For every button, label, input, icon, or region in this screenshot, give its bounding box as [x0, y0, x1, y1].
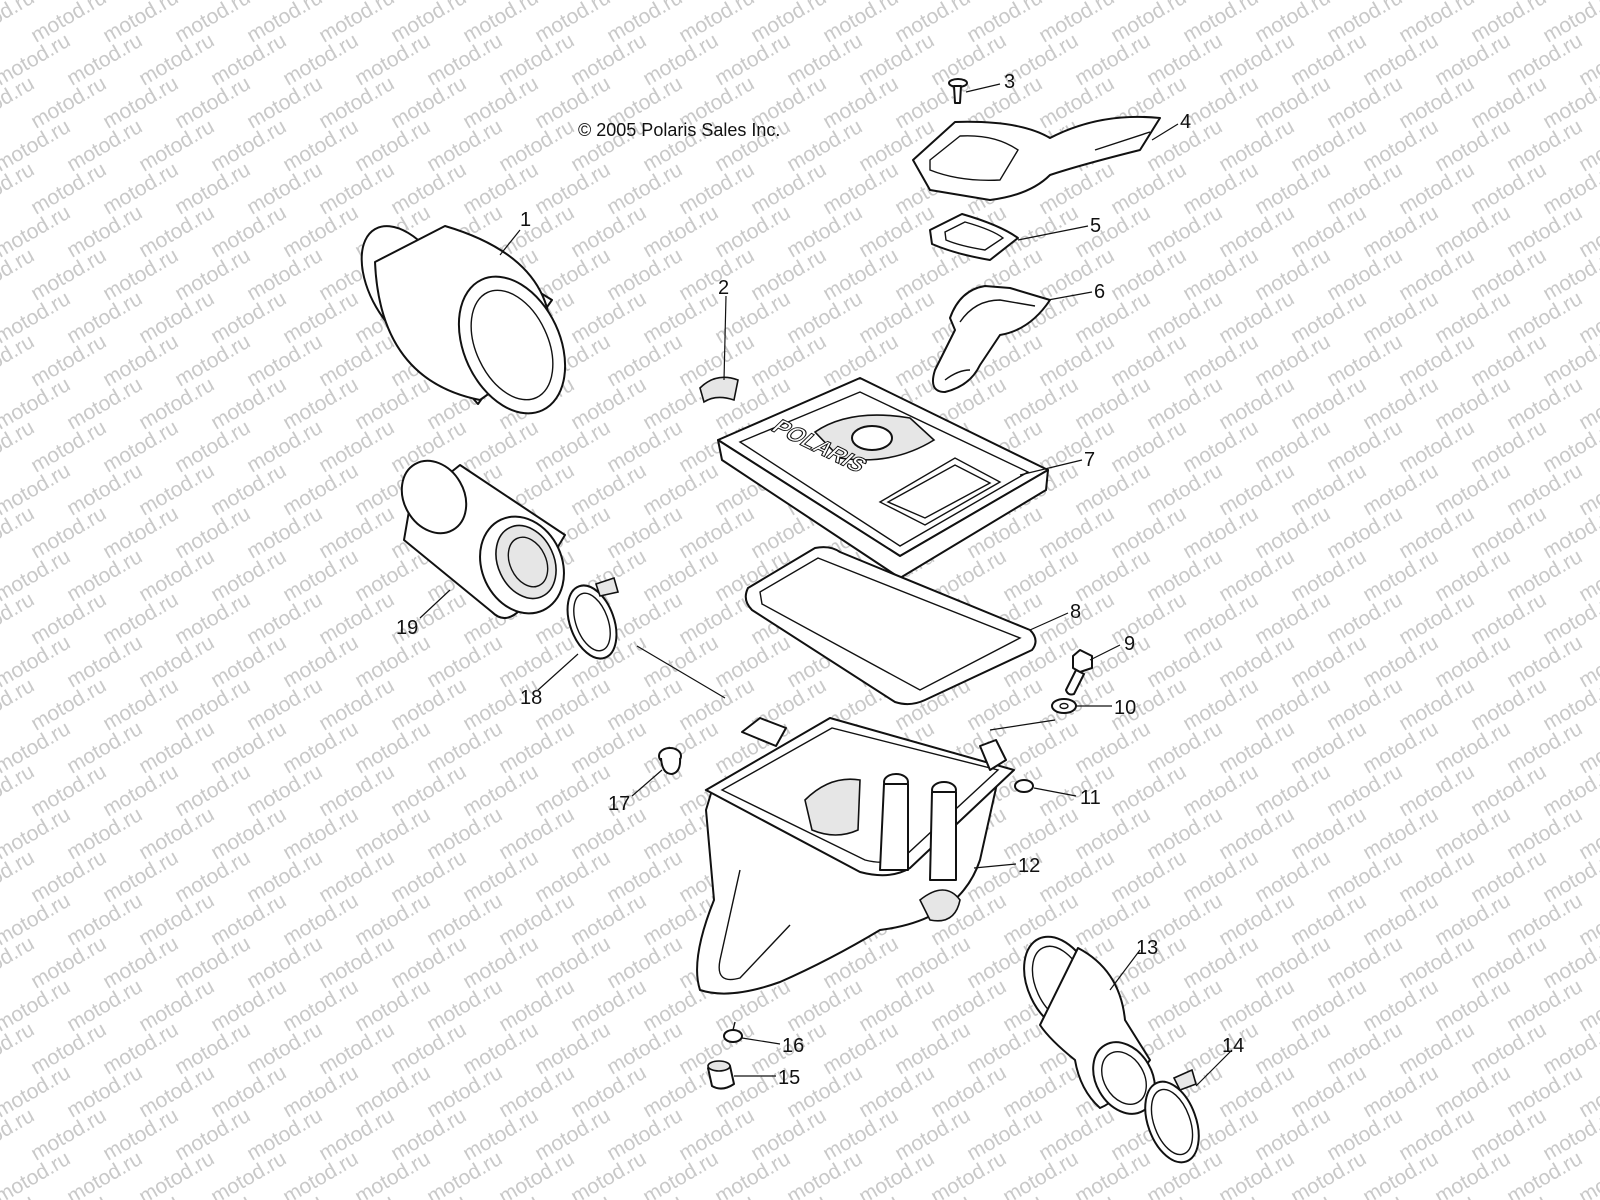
callout-10: 10 [1114, 697, 1136, 719]
callout-13: 13 [1136, 937, 1158, 959]
callout-1: 1 [520, 209, 531, 231]
part-6-snorkel [932, 285, 1051, 393]
callout-9: 9 [1124, 633, 1135, 655]
part-2-clip [699, 376, 739, 404]
part-8-seal [744, 546, 1037, 706]
watermark-text: motod.ru [1575, 0, 1600, 4]
callout-11: 11 [1080, 787, 1101, 809]
callout-3: 3 [1004, 71, 1015, 93]
callout-12: 12 [1018, 855, 1040, 877]
part-19-filter-element [400, 459, 566, 619]
part-9-bolt [1065, 649, 1093, 696]
callout-7: 7 [1084, 449, 1095, 471]
callout-numbers: 1 2 3 4 5 6 7 8 9 10 11 12 13 14 15 16 1… [396, 71, 1244, 1089]
callout-16: 16 [782, 1035, 804, 1057]
callout-leaders [419, 83, 1233, 1087]
part-10-washer [1051, 698, 1077, 714]
callout-4: 4 [1180, 111, 1191, 133]
part-3-screw [948, 78, 968, 104]
part-17-plug [658, 747, 682, 775]
callout-8: 8 [1070, 601, 1081, 623]
copyright-notice: © 2005 Polaris Sales Inc. [578, 120, 780, 140]
callout-2: 2 [718, 277, 729, 299]
callout-18: 18 [520, 687, 542, 709]
part-15-drain-cap [707, 1060, 735, 1090]
part-1-prefilter-sleeve [360, 225, 567, 415]
callout-6: 6 [1094, 281, 1105, 303]
part-18-hose-clamp [566, 576, 620, 660]
assembly-lines [636, 645, 1056, 731]
callout-19: 19 [396, 617, 418, 639]
callout-14: 14 [1222, 1035, 1244, 1057]
part-12-airbox-body [696, 717, 1015, 995]
part-5-gasket [929, 213, 1019, 261]
part-11-grommet [1014, 779, 1034, 793]
part-13-intake-boot [1023, 935, 1156, 1115]
watermark-text: motod.ru [0, 1190, 38, 1200]
callout-17: 17 [608, 793, 630, 815]
part-14-hose-clamp [1144, 1068, 1200, 1164]
callout-15: 15 [778, 1067, 800, 1089]
part-16-drain-valve [723, 1021, 743, 1043]
part-4-intake-duct [912, 115, 1161, 201]
callout-5: 5 [1090, 215, 1101, 237]
part-7-airbox-cover: POLARIS [717, 377, 1049, 579]
